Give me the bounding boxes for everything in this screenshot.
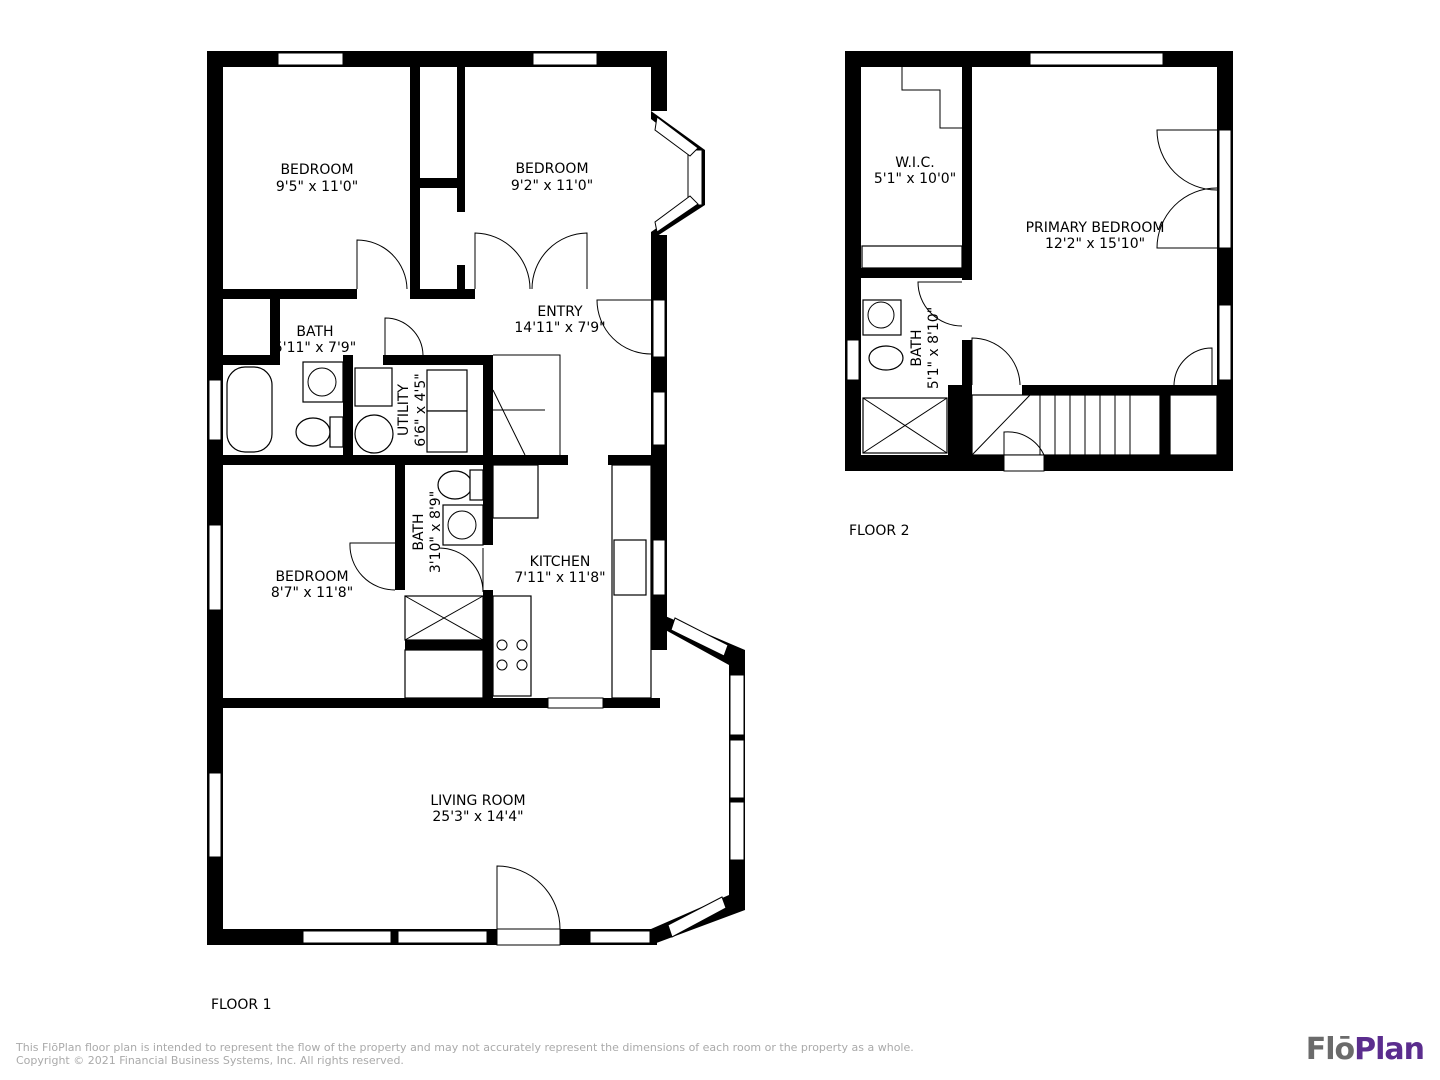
stairs	[971, 394, 1161, 456]
room-name: BEDROOM	[275, 569, 348, 585]
kitchen-sink	[613, 539, 647, 596]
room-dims: 14'11" x 7'9"	[514, 320, 605, 336]
room-dims: 12'2" x 15'10"	[1045, 236, 1145, 252]
room-dims: 6'6" x 4'5"	[413, 373, 429, 446]
floplan-logo: FlōPlan	[1305, 1032, 1425, 1067]
bathtub	[226, 366, 273, 453]
window	[277, 52, 344, 66]
room-name: KITCHEN	[530, 554, 591, 570]
disclaimer: This FlōPlan floor plan is intended to r…	[16, 1041, 914, 1067]
room-labels: BEDROOM 9'5" x 11'0" BEDROOM 9'2" x 11'0…	[271, 155, 1165, 825]
room-name: ENTRY	[537, 304, 583, 320]
room-dims: 25'3" x 14'4"	[432, 809, 523, 825]
room-name: BEDROOM	[280, 162, 353, 178]
floor-2-plan	[845, 51, 1233, 472]
room-name: BATH	[296, 324, 333, 340]
toilet	[295, 417, 331, 447]
room-name: UTILITY	[396, 384, 412, 436]
room-name: PRIMARY BEDROOM	[1026, 220, 1165, 236]
copyright-text: Copyright © 2021 Financial Business Syst…	[16, 1054, 404, 1067]
room-dims: 5'1" x 10'0"	[874, 171, 956, 187]
window	[652, 539, 666, 596]
disclaimer-text: This FlōPlan floor plan is intended to r…	[16, 1041, 914, 1054]
room-name: LIVING ROOM	[430, 793, 525, 809]
room-dims: 9'2" x 11'0"	[511, 178, 593, 194]
room-name: BEDROOM	[515, 161, 588, 177]
logo-part: Flō	[1305, 1032, 1355, 1067]
window	[652, 299, 666, 358]
window	[652, 391, 666, 446]
room-dims: 3'10" x 8'9"	[428, 491, 444, 573]
room-name: W.I.C.	[895, 155, 935, 171]
floor-1-plan	[207, 51, 745, 946]
room-dims: 5'1" x 8'10"	[926, 307, 942, 389]
window	[208, 524, 222, 611]
water-heater	[354, 414, 394, 454]
room-dims: 7'11" x 11'8"	[514, 570, 605, 586]
window	[208, 379, 222, 441]
window	[208, 772, 222, 858]
window	[532, 52, 598, 66]
room-dims: 9'5" x 11'0"	[276, 179, 358, 195]
stove	[492, 595, 532, 697]
room-dims: 5'11" x 7'9"	[274, 340, 356, 356]
logo-part: Plan	[1354, 1032, 1425, 1067]
room-name: BATH	[411, 513, 427, 550]
washer	[354, 367, 393, 407]
floor-2-label: FLOOR 2	[849, 523, 910, 539]
room-name: BATH	[909, 329, 925, 366]
front-door	[496, 928, 561, 946]
floor-1-label: FLOOR 1	[211, 997, 272, 1013]
room-dims: 8'7" x 11'8"	[271, 585, 353, 601]
